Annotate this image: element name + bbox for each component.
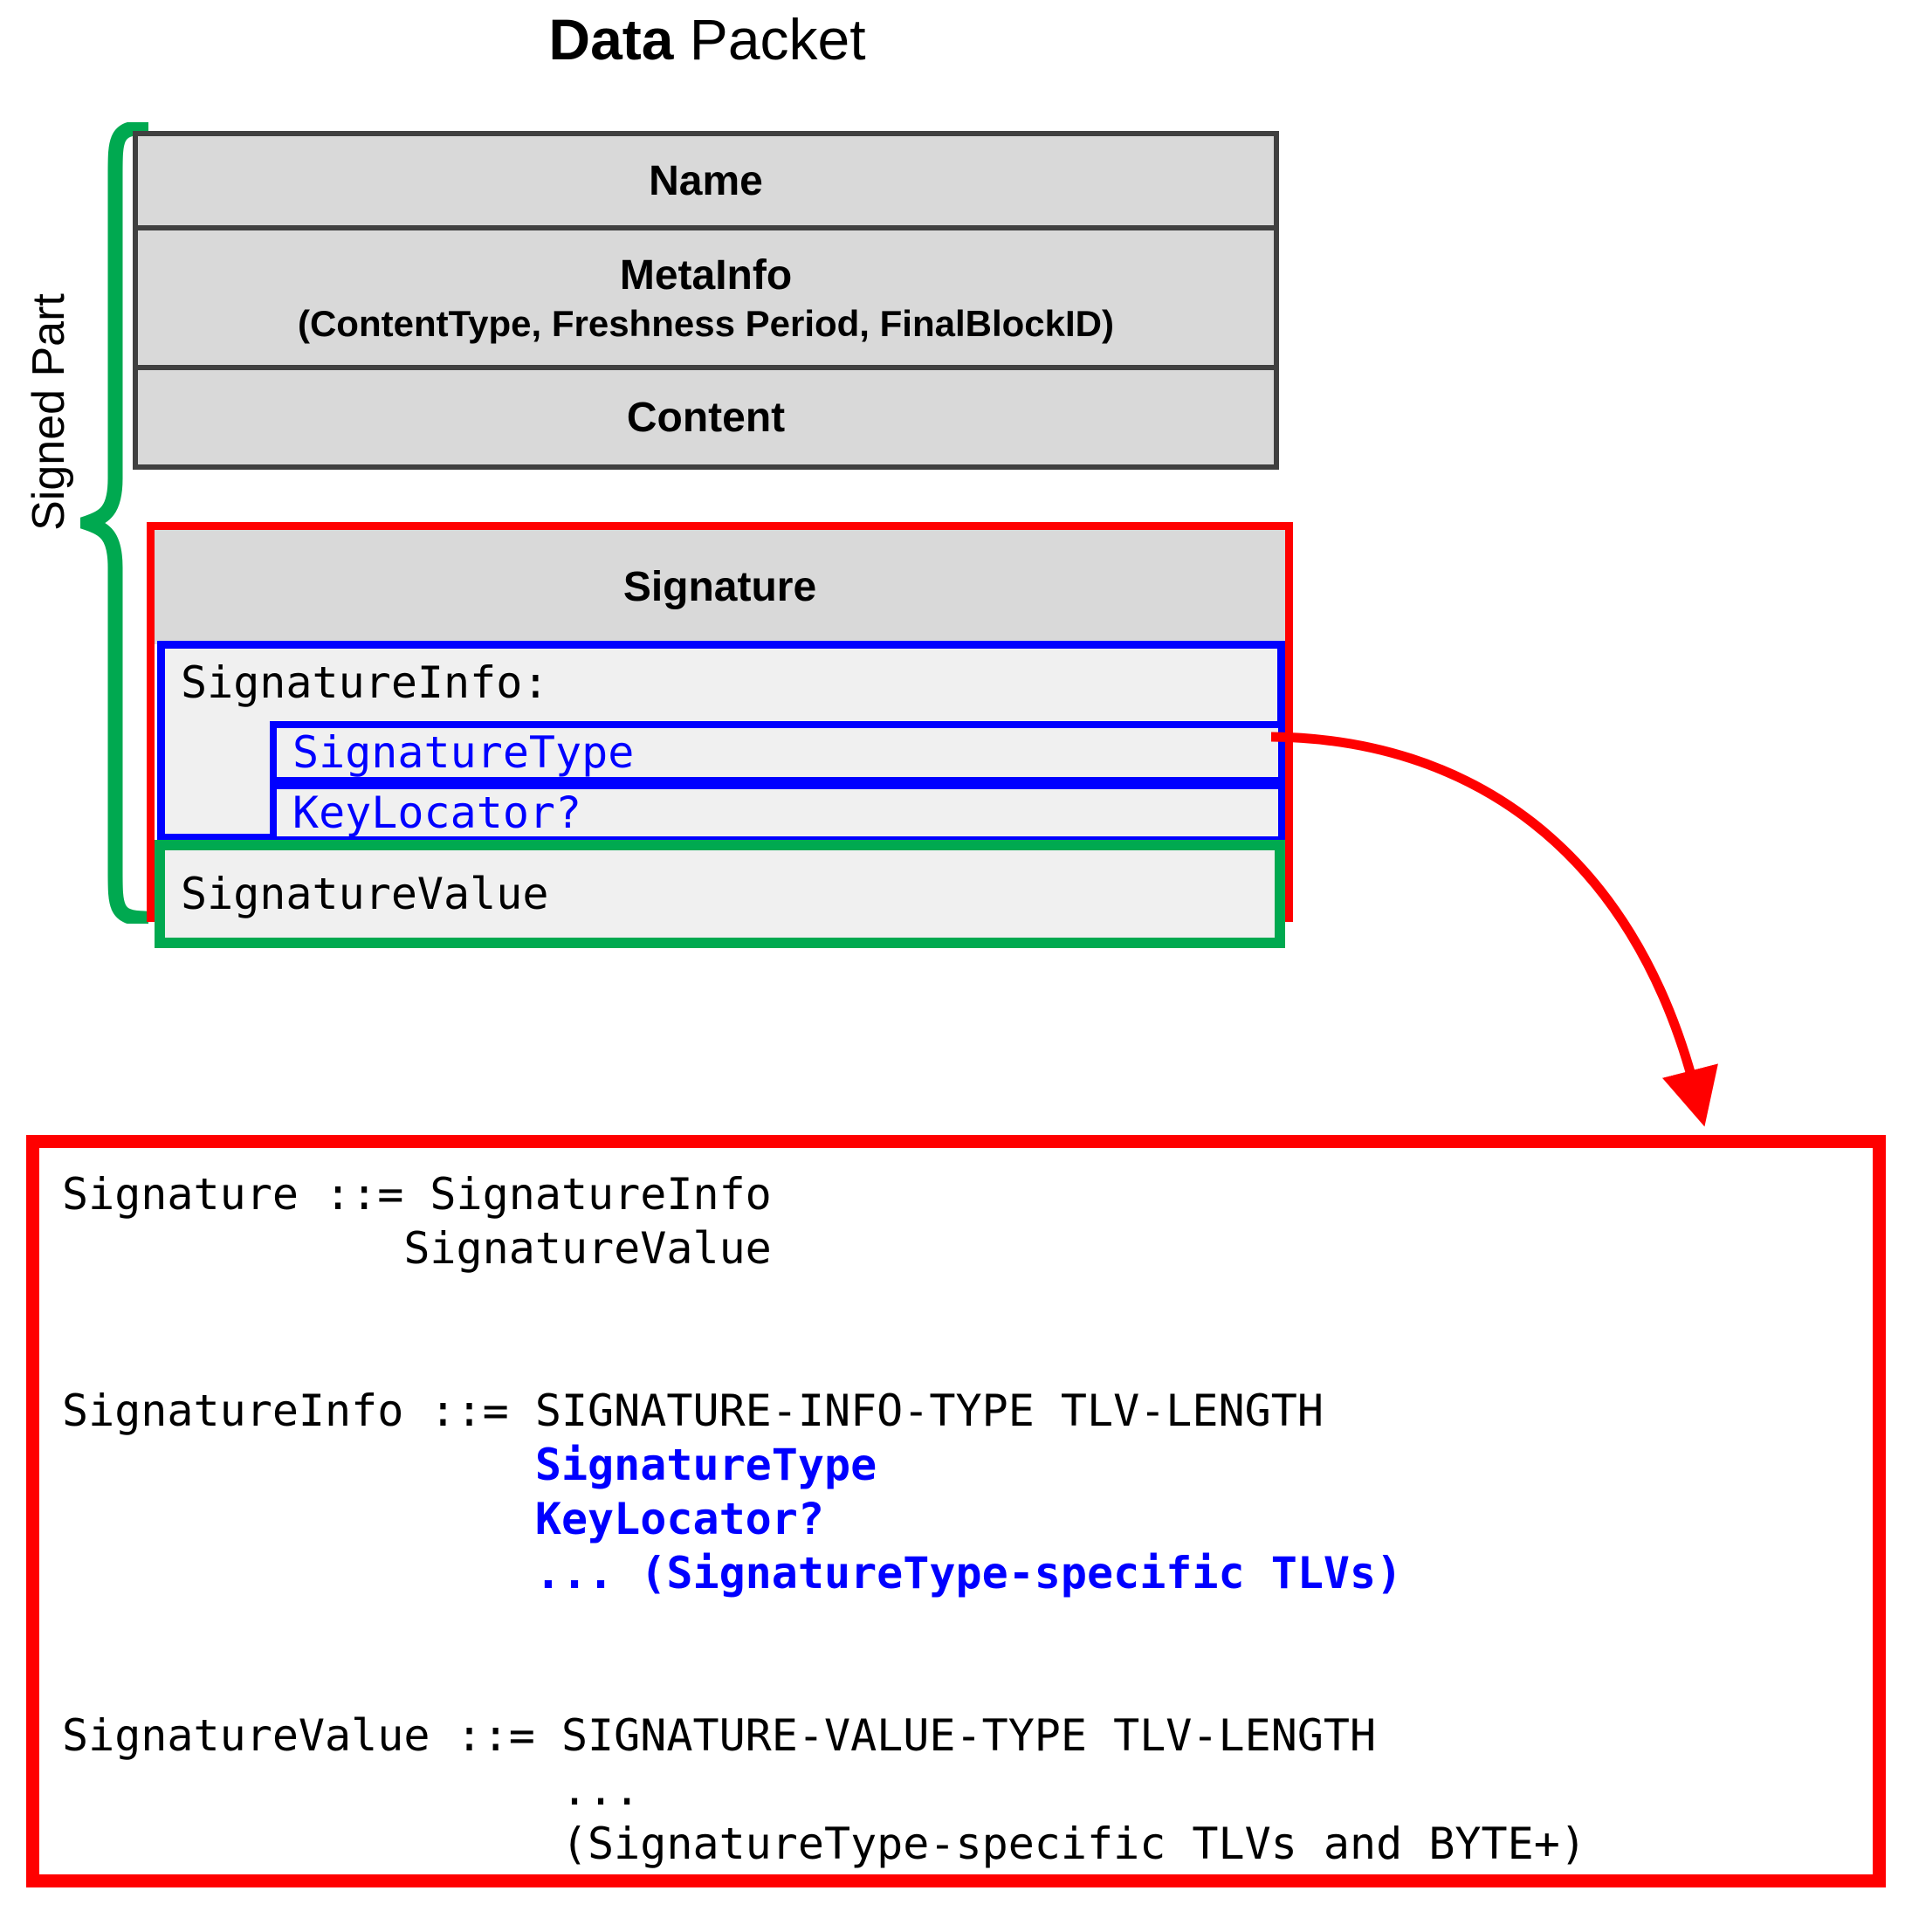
grammar-line: [62, 1330, 1586, 1384]
signature-value-label: SignatureValue: [181, 869, 549, 919]
page-title-bold: Data: [548, 7, 674, 72]
signature-info-label: SignatureInfo:: [181, 657, 549, 708]
key-locator-label: KeyLocator?: [292, 787, 582, 838]
packet-row-content: Content: [133, 365, 1279, 470]
key-locator-field: KeyLocator?: [270, 782, 1285, 843]
signed-part-brace-icon: [80, 122, 148, 924]
signature-type-field: SignatureType: [270, 721, 1285, 784]
page-title: Data Packet: [0, 5, 1414, 73]
signature-value-box: SignatureValue: [155, 840, 1285, 948]
packet-row-metainfo-label: MetaInfo: [619, 251, 793, 299]
signature-grammar-text: Signature ::= SignatureInfo SignatureVal…: [62, 1167, 1586, 1871]
packet-row-metainfo-sublabel: (ContentType, Freshness Period, FinalBlo…: [297, 302, 1115, 344]
grammar-line: SignatureInfo ::= SIGNATURE-INFO-TYPE TL…: [62, 1385, 1324, 1436]
signed-part-label: Signed Part: [24, 293, 74, 531]
grammar-line: Signature ::= SignatureInfo: [62, 1169, 772, 1220]
grammar-line: SignatureValue ::= SIGNATURE-VALUE-TYPE …: [62, 1710, 1377, 1761]
grammar-line: ... (SignatureType-specific TLVs): [62, 1548, 1403, 1599]
signature-info-box: SignatureInfo: SignatureType KeyLocator?: [157, 641, 1285, 843]
packet-row-metainfo: MetaInfo (ContentType, Freshness Period,…: [133, 225, 1279, 370]
packet-row-name-label: Name: [649, 157, 763, 204]
page-title-regular: Packet: [673, 7, 866, 72]
packet-row-signature-label: Signature: [622, 564, 817, 610]
signature-detail-arrow-icon: [1270, 732, 1718, 1127]
grammar-line: KeyLocator?: [62, 1494, 824, 1544]
packet-row-signature: Signature: [147, 522, 1293, 644]
grammar-line: [62, 1654, 1586, 1709]
grammar-line: [62, 1275, 1586, 1330]
packet-row-name: Name: [133, 131, 1279, 230]
signature-type-label: SignatureType: [292, 727, 635, 778]
grammar-line: [62, 1600, 1586, 1654]
packet-row-content-label: Content: [626, 394, 786, 441]
grammar-line: (SignatureType-specific TLVs and BYTE+): [62, 1819, 1586, 1869]
signature-grammar-panel: Signature ::= SignatureInfo SignatureVal…: [26, 1135, 1886, 1887]
grammar-line: SignatureType: [62, 1440, 877, 1490]
data-packet-diagram: Name MetaInfo (ContentType, Freshness Pe…: [133, 131, 1293, 948]
grammar-line: SignatureValue: [62, 1223, 772, 1274]
grammar-line: ...: [62, 1764, 641, 1815]
